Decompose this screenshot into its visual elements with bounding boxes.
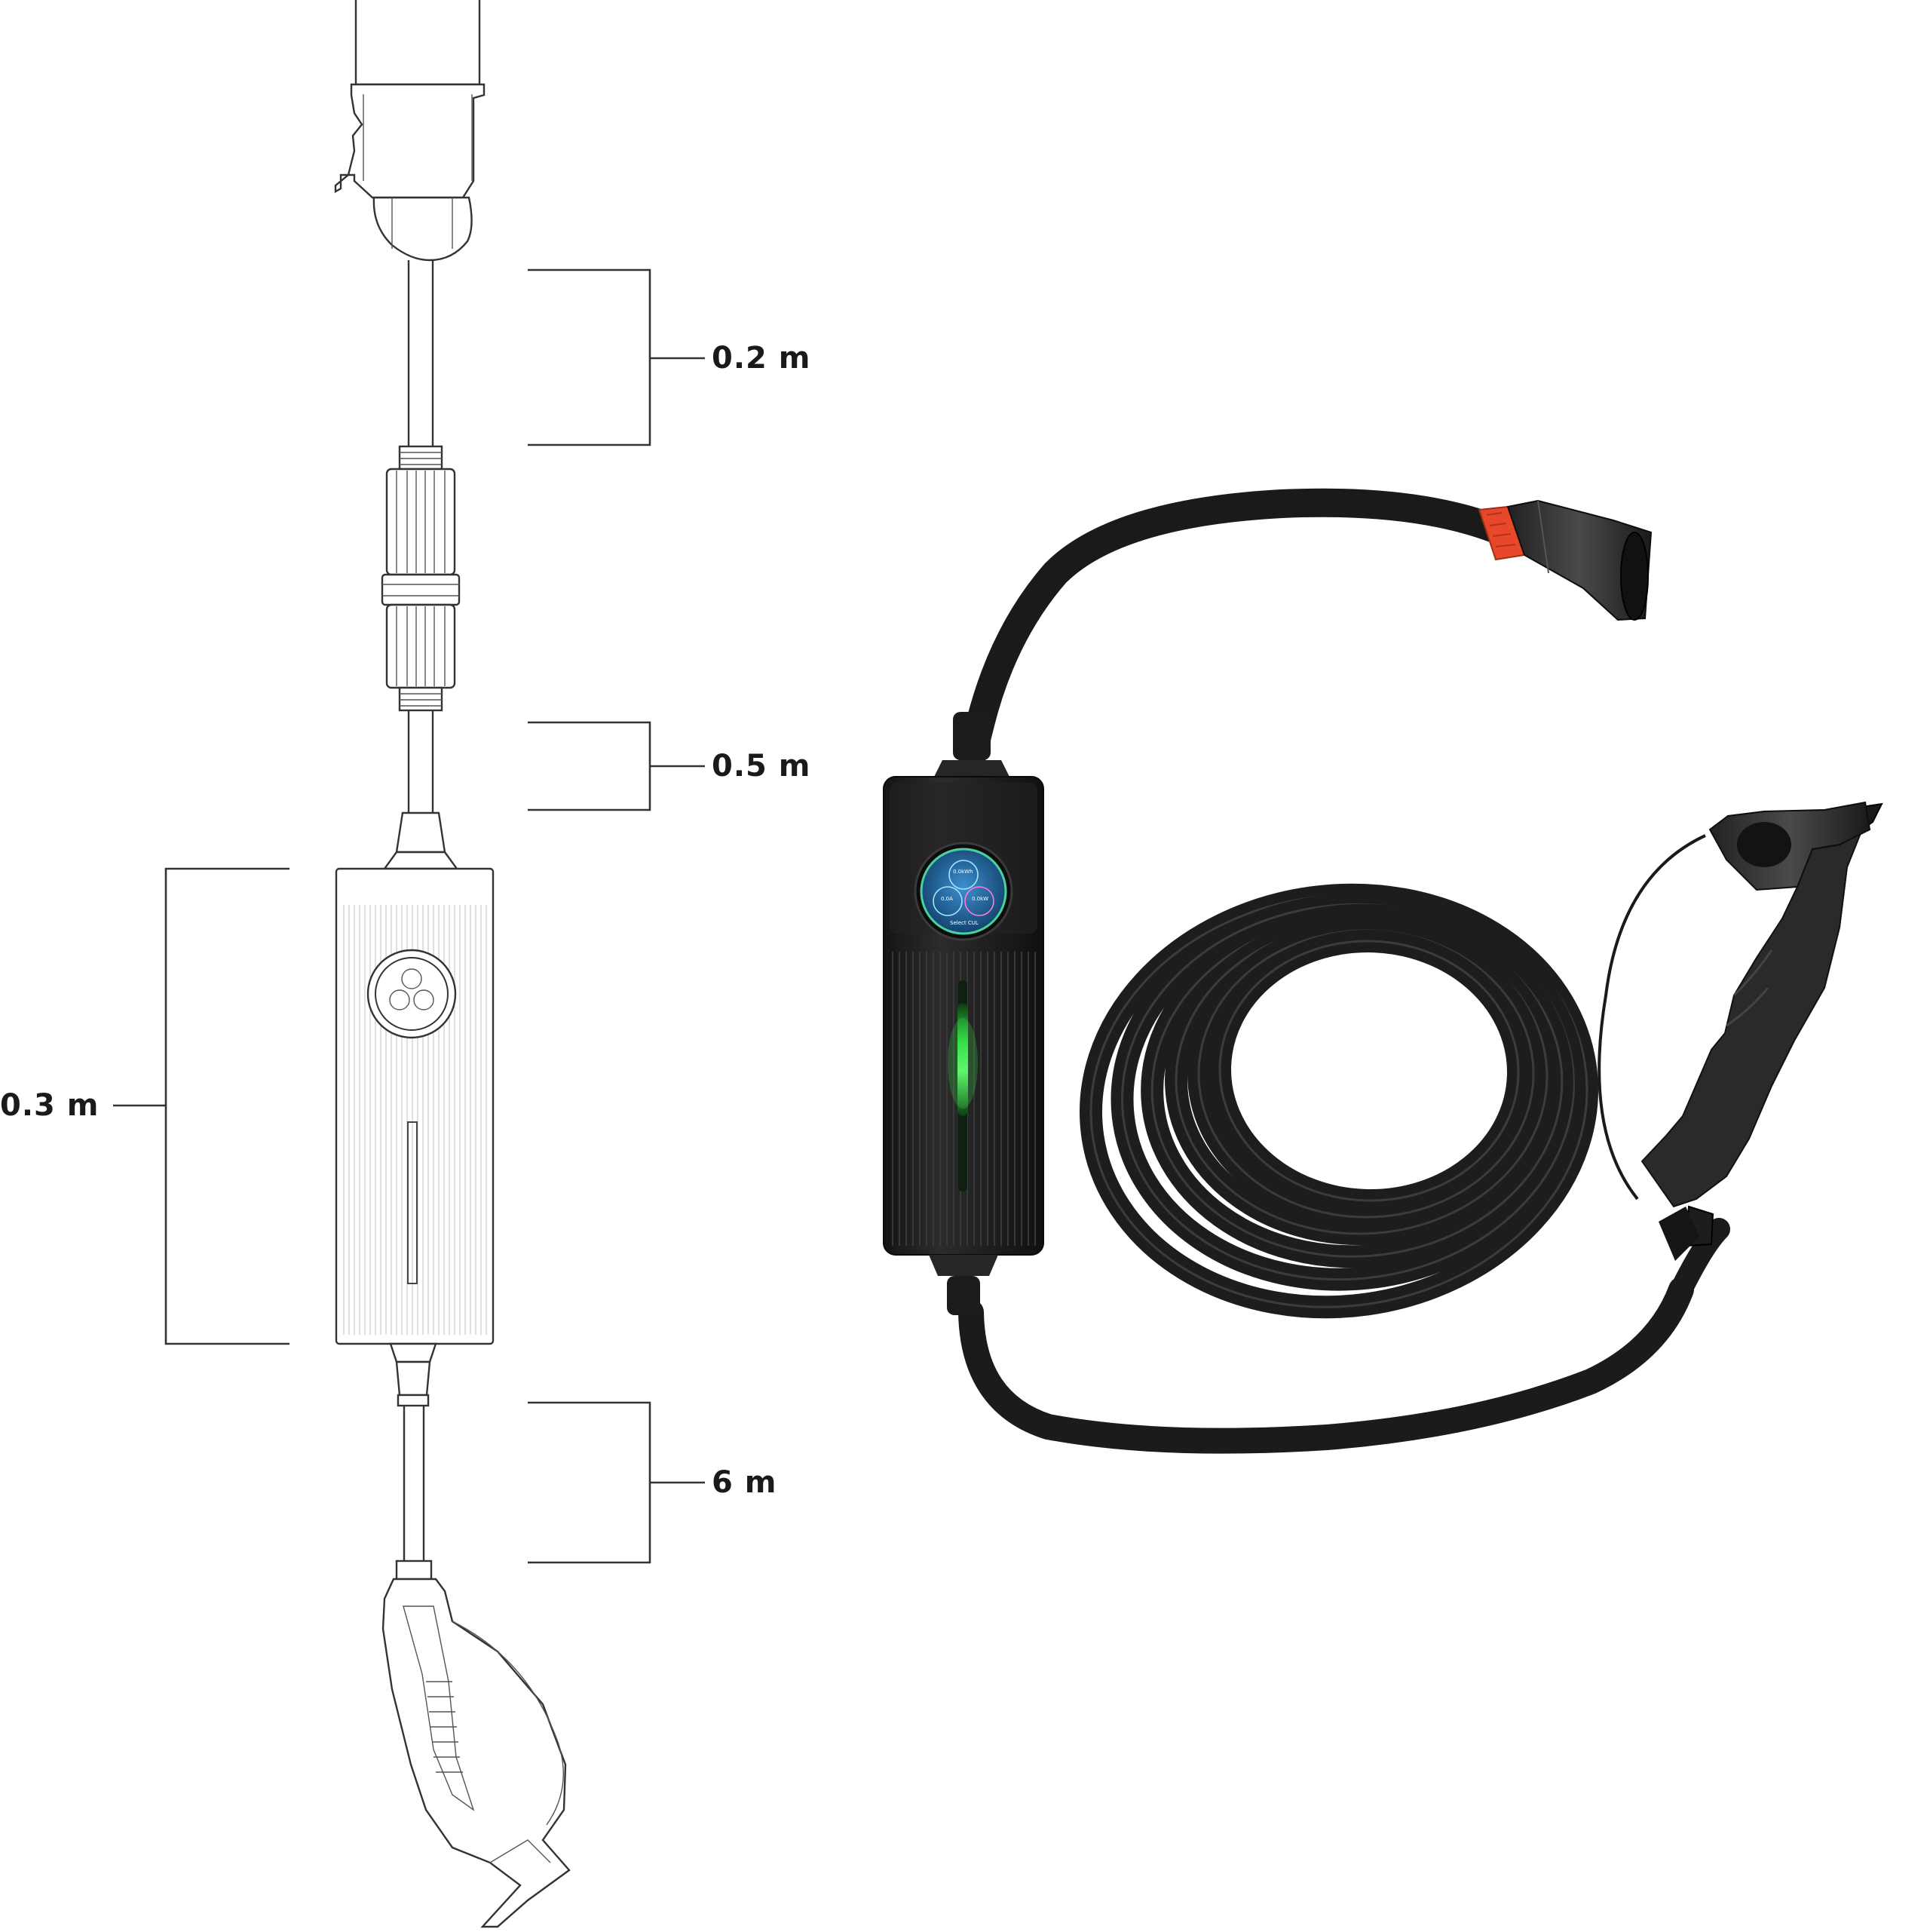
box-strain-relief-top [933, 712, 1010, 778]
bracket-adapter-cable [528, 721, 705, 811]
status-led [957, 1003, 968, 1116]
dimension-brackets [113, 268, 705, 1564]
dim-label-vehicle-cable: 6 m [712, 1465, 777, 1500]
bracket-control-box [113, 867, 290, 1345]
dim-label-control-box: 0.3 m [0, 1088, 99, 1123]
box-strain-relief-bottom [929, 1255, 998, 1315]
cable-segment-3 [395, 1360, 433, 1581]
cable-loop-highlight [1218, 940, 1520, 1202]
coiled-cable [1080, 883, 1598, 1319]
dim-label-plug-cable: 0.2 m [712, 341, 810, 376]
cable-loop-highlight [1121, 903, 1575, 1281]
screen-select: Select CUL [950, 920, 979, 926]
screen-energy: 0.0kWh [953, 869, 973, 875]
upper-cable [958, 488, 1515, 768]
cable-segment-2 [382, 710, 459, 870]
cable-segment-1 [407, 260, 434, 449]
status-screen: 0.0kWh 0.0A 0.0kW Select CUL [914, 842, 1013, 941]
dim-label-adapter-cable: 0.5 m [712, 749, 810, 784]
control-box-icon [335, 867, 495, 1363]
lower-cable [958, 1277, 1694, 1454]
screen-current: 0.0A [941, 896, 953, 902]
industrial-plug-icon [334, 0, 486, 262]
bracket-vehicle-cable [528, 1401, 705, 1564]
industrial-plug-photo [1478, 499, 1653, 621]
control-box-photo: 0.0kWh 0.0A 0.0kW Select CUL [883, 776, 1044, 1256]
screen-power: 0.0kW [972, 896, 988, 902]
product-photo: 0.0kWh 0.0A 0.0kW Select CUL [883, 488, 1883, 1454]
dimension-labels: 0.2 m 0.5 m 0.3 m 6 m [0, 341, 810, 1500]
bracket-plug-cable [528, 268, 705, 446]
cable-loop [1209, 929, 1530, 1213]
line-drawing [334, 0, 571, 1928]
type2-connector-icon [381, 1578, 571, 1928]
type2-connector-photo [1598, 801, 1883, 1261]
adapter-coupler-icon [381, 445, 461, 712]
